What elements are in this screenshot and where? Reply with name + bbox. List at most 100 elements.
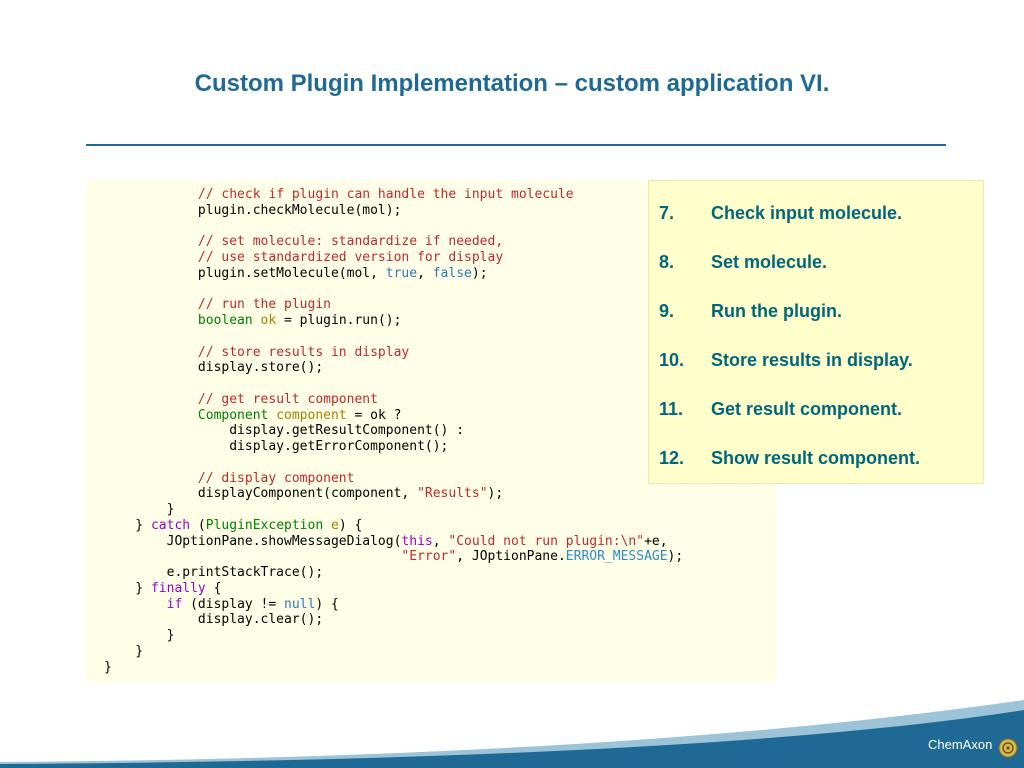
code-token: JOptionPane.showMessageDialog( (104, 533, 402, 549)
step-number: 7. (659, 203, 675, 223)
code-token: +e, (644, 533, 668, 549)
footer-wave-dark (0, 710, 1024, 768)
code-token (104, 549, 401, 564)
code-token: catch (150, 517, 191, 533)
code-token: } (104, 517, 151, 533)
step-number: 9. (659, 301, 675, 321)
code-token (104, 597, 167, 612)
code-line (104, 376, 683, 392)
code-token: } (104, 643, 144, 659)
code-token: // store results in display (197, 344, 410, 360)
step-item: 11. Get result component. (659, 399, 920, 448)
steps-list: 7. Check input molecule. 8. Set molecule. 9.… (659, 203, 920, 497)
step-number: 11. (659, 399, 684, 419)
code-token (104, 345, 198, 360)
code-line: // check if plugin can handle the input … (104, 187, 683, 203)
code-token: ) { (315, 596, 339, 612)
step-text: Check input molecule. (711, 203, 903, 223)
code-line: } catch (PluginException e) { (104, 518, 683, 534)
code-token (323, 518, 331, 533)
code-line: } (104, 644, 683, 660)
code-line: // use standardized version for display (104, 250, 683, 266)
step-item: 7. Check input molecule. (659, 203, 920, 252)
code-line: if (display != null) { (104, 597, 683, 613)
steps-callout: 7. Check input molecule. 8. Set molecule. 9.… (648, 180, 984, 484)
code-token: { (205, 580, 222, 596)
code-token (104, 392, 198, 407)
code-token: boolean (197, 313, 253, 328)
slide-title: Custom Plugin Implementation – custom ap… (194, 70, 830, 97)
code-line: // run the plugin (104, 297, 683, 313)
code-token: ); (471, 265, 488, 281)
code-token: } (104, 659, 112, 675)
code-token: "Error" (401, 549, 457, 565)
code-token: display.clear(); (104, 612, 324, 628)
code-line: display.clear(); (104, 612, 683, 628)
title-divider (86, 144, 946, 146)
step-item: 9.Run the plugin. (659, 301, 920, 350)
code-token: ok (260, 313, 277, 328)
code-token (104, 471, 198, 486)
code-token: // display component (197, 470, 355, 486)
code-line: e.printStackTrace(); (104, 565, 683, 581)
code-line: plugin.checkMolecule(mol); (104, 203, 683, 219)
code-token (104, 187, 198, 202)
step-item: 8. Set molecule. (659, 252, 920, 301)
code-line: plugin.setMolecule(mol, true, false); (104, 266, 683, 282)
code-token: ); (667, 549, 684, 565)
code-token: display.store(); (104, 360, 324, 376)
code-line: display.getErrorComponent(); (104, 439, 683, 455)
code-line: } finally { (104, 581, 683, 597)
code-token: } (104, 580, 151, 596)
code-token: // run the plugin (197, 297, 331, 313)
code-line: display.getResultComponent() : (104, 423, 683, 439)
step-text: Store results in display. (711, 350, 913, 370)
footer-wave (0, 700, 1024, 768)
code-token: finally (150, 580, 206, 596)
code-token: this (401, 533, 433, 549)
code-line: } (104, 502, 683, 518)
step-text: Set molecule. (711, 252, 828, 272)
code-token (104, 297, 198, 312)
code-line: // get result component (104, 392, 683, 408)
code-line: boolean ok = plugin.run(); (104, 313, 683, 329)
code-line: displayComponent(component, "Results"); (104, 486, 683, 502)
code-line (104, 219, 683, 235)
step-item: 10.Store results in display. (659, 350, 920, 399)
code-line (104, 455, 683, 471)
code-token: = ok ? (346, 407, 402, 423)
code-token: if (166, 596, 183, 612)
code-line: // store results in display (104, 345, 683, 361)
code-token: e (331, 517, 339, 533)
chemaxon-seal-icon (998, 738, 1018, 758)
code-token: false (432, 265, 472, 281)
chemaxon-logo-text: ChemAxon (928, 737, 993, 752)
code-line: Component component = ok ? (104, 408, 683, 424)
code-token: e.printStackTrace(); (104, 565, 324, 580)
code-line: // set molecule: standardize if needed, (104, 234, 683, 250)
code-token: } (104, 502, 175, 517)
code-token: displayComponent(component, (104, 486, 418, 502)
step-text: Show result component. (711, 448, 921, 468)
code-token: ); (487, 486, 504, 502)
code-token: // check if plugin can handle the input … (197, 187, 574, 202)
step-number: 8. (659, 252, 675, 272)
code-token: ) { (338, 517, 363, 533)
code-line: } (104, 628, 683, 644)
code-token: // set molecule: standardize if needed, (197, 234, 504, 250)
code-line: } (104, 660, 683, 676)
code-token (104, 234, 198, 249)
code-token: "Results" (417, 486, 488, 502)
code-token: plugin.checkMolecule(mol); (104, 202, 402, 218)
code-token: null (284, 596, 316, 612)
step-text: Get result component. (711, 399, 903, 419)
code-token (104, 250, 198, 265)
code-token: } (104, 628, 175, 643)
code-token: , JOptionPane. (456, 549, 566, 565)
code-token: component (276, 407, 347, 423)
code-token: display.getErrorComponent(); (104, 439, 449, 454)
code-token: Component (197, 407, 269, 423)
code-line: // display component (104, 471, 683, 487)
code-line (104, 329, 683, 345)
code-token: , (432, 533, 449, 549)
